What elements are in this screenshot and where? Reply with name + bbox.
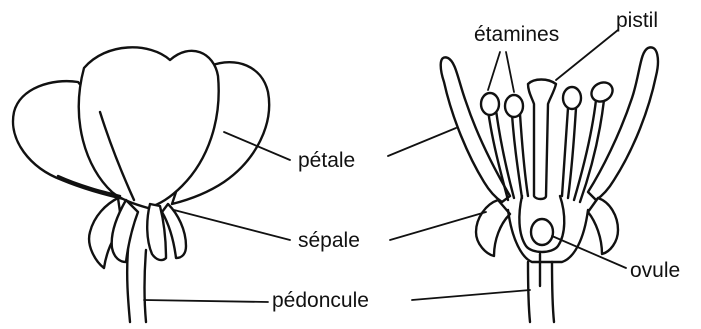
section-petal-right <box>588 47 658 200</box>
leader-etamines-2 <box>506 52 514 92</box>
stamen-filament-3b <box>568 108 576 198</box>
label-sepale: sépale <box>298 230 360 251</box>
peduncle-right-edge <box>145 250 147 322</box>
stamen-anther-1 <box>481 93 499 115</box>
flower-section <box>441 47 658 322</box>
stamen-filament-2b <box>520 114 528 196</box>
leader-sepale-right <box>390 212 486 240</box>
leader-pedoncule-right <box>412 290 530 300</box>
label-ovule: ovule <box>630 260 680 281</box>
section-peduncle-left <box>528 262 530 322</box>
label-pedoncule: pédoncule <box>272 290 369 311</box>
leader-pedoncule-left <box>144 300 268 302</box>
section-peduncle-right <box>552 262 554 322</box>
label-pistil: pistil <box>616 10 658 31</box>
ovule-shape <box>531 219 553 245</box>
stamen-filament-3 <box>562 108 568 196</box>
leader-etamines-1 <box>488 52 500 90</box>
stamen-anther-3 <box>563 87 581 109</box>
leader-sepale-left <box>174 210 290 240</box>
label-etamines: étamines <box>474 24 559 45</box>
stamen-anther-2 <box>505 95 523 117</box>
leader-pistil <box>556 30 618 80</box>
section-sepal-left <box>476 200 510 256</box>
label-petale: pétale <box>298 150 355 171</box>
pistil-style <box>528 80 556 200</box>
peduncle-left-edge <box>127 250 130 322</box>
whole-flower <box>13 47 269 322</box>
stamen-anther-4 <box>588 79 616 106</box>
leader-petale-right <box>388 128 456 156</box>
section-sepal-right <box>588 198 618 254</box>
